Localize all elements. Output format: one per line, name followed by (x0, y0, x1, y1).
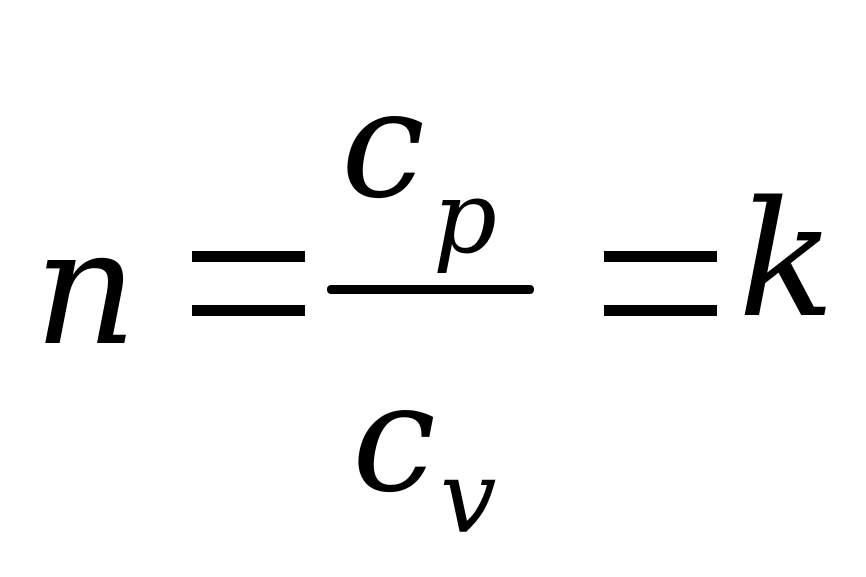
variable-k: k (738, 166, 835, 353)
denominator-c: c (352, 352, 437, 526)
equals-bar-bottom (192, 305, 305, 316)
denominator-subscript-v: v (440, 439, 497, 556)
fraction-bar (327, 285, 534, 294)
equals-bar-top (192, 251, 305, 262)
equals-sign-2 (604, 251, 717, 316)
numerator-c: c (341, 58, 426, 232)
numerator-subscript-p: p (433, 159, 498, 276)
equals-bar-bottom (604, 305, 717, 316)
equals-sign-1 (192, 251, 305, 316)
equals-bar-top (604, 251, 717, 262)
variable-n: n (34, 194, 138, 381)
